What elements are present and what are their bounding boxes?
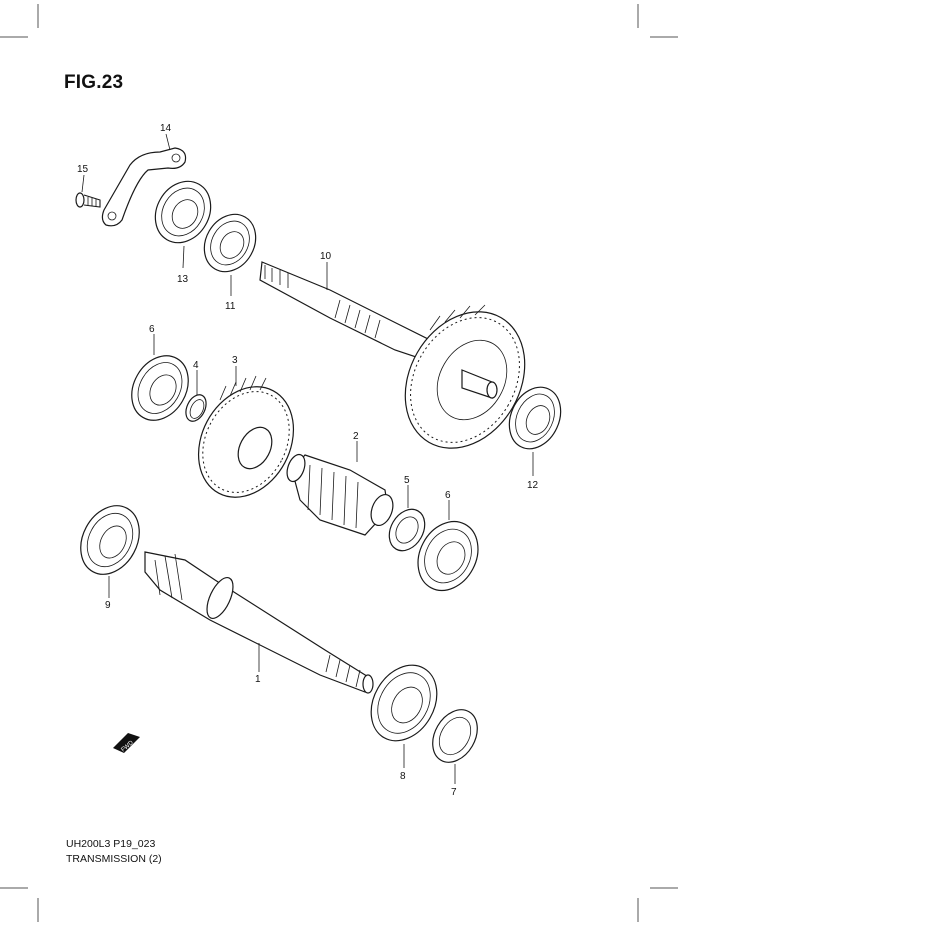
- callout-15: 15: [77, 164, 89, 175]
- callout-4: 4: [193, 360, 199, 371]
- callout-11: 11: [225, 301, 236, 312]
- callout-3: 3: [232, 355, 238, 366]
- part-2-gear: [286, 453, 394, 536]
- callout-8: 8: [400, 771, 406, 782]
- callout-10: 10: [320, 251, 332, 262]
- part-11-bearing: [203, 213, 257, 273]
- part-10-shaft-gear: [259, 261, 526, 449]
- figure-code: UH200L3 P19_023: [66, 838, 156, 850]
- part-1-shaft: [144, 551, 374, 694]
- callout-7: 7: [451, 787, 457, 798]
- part-15-screw: [75, 192, 101, 208]
- callout-5: 5: [404, 475, 410, 486]
- part-7-seal: [432, 709, 478, 763]
- part-5-washer: [388, 508, 426, 552]
- part-8-bearing: [370, 664, 438, 742]
- part-9-bearing: [80, 505, 140, 575]
- part-4-circlip: [185, 394, 207, 422]
- part-6-bearing-upper: [131, 355, 189, 421]
- callout-1: 1: [255, 674, 261, 685]
- callouts: 14 15 13 11 10 6 4 3 2 5 6 12 9 1 8 7: [77, 123, 539, 798]
- fwd-arrow-icon: FWD: [113, 733, 140, 753]
- part-13-bearing: [154, 180, 212, 244]
- part-6-bearing-lower: [417, 521, 479, 591]
- figure-title: FIG.23: [64, 72, 124, 93]
- callout-6-upper: 6: [149, 324, 155, 335]
- figure-name: TRANSMISSION (2): [66, 853, 162, 865]
- callout-13: 13: [177, 274, 189, 285]
- callout-14: 14: [160, 123, 172, 134]
- callout-9: 9: [105, 600, 111, 611]
- crop-marks: [0, 4, 678, 922]
- part-3-gear: [197, 375, 295, 498]
- callout-6-lower: 6: [445, 490, 451, 501]
- callout-12: 12: [527, 480, 539, 491]
- callout-2: 2: [353, 431, 359, 442]
- part-14-plate: [101, 147, 187, 227]
- part-12-bearing: [508, 386, 562, 450]
